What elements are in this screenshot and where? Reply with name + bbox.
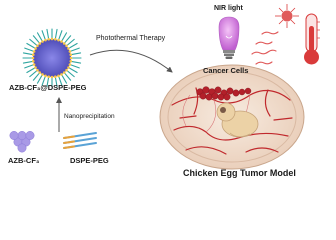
azb-molecule-icon (9, 131, 35, 153)
thermometer-icon (304, 13, 320, 65)
cancer-cells-icon (196, 86, 252, 101)
virus-icon (275, 4, 299, 28)
figure-graphics (9, 4, 320, 170)
photothermal-arrow (89, 49, 173, 73)
dspe-peg-icon (63, 132, 97, 149)
nanoprecipitation-label: Nanoprecipitation (64, 113, 115, 120)
nanoparticle-label: AZB-CF₃@DSPE-PEG (9, 83, 87, 92)
dspe-peg-label: DSPE-PEG (70, 156, 109, 165)
embryo-icon (216, 102, 259, 138)
cancer-cells-label: Cancer Cells (203, 66, 249, 75)
nir-light-label: NIR light (214, 5, 243, 12)
egg-icon (159, 64, 305, 170)
nanoparticle-icon (22, 28, 82, 88)
heat-wave-icon (251, 31, 279, 65)
bulb-icon (218, 16, 240, 59)
photothermal-therapy-label: Photothermal Therapy (96, 35, 166, 42)
figure-canvas: Photothermal Therapy NIR light AZB-CF₃@D… (8, 4, 320, 178)
azb-cf3-label: AZB-CF₃ (8, 156, 40, 165)
chicken-egg-tumor-model-label: Chicken Egg Tumor Model (183, 168, 296, 178)
